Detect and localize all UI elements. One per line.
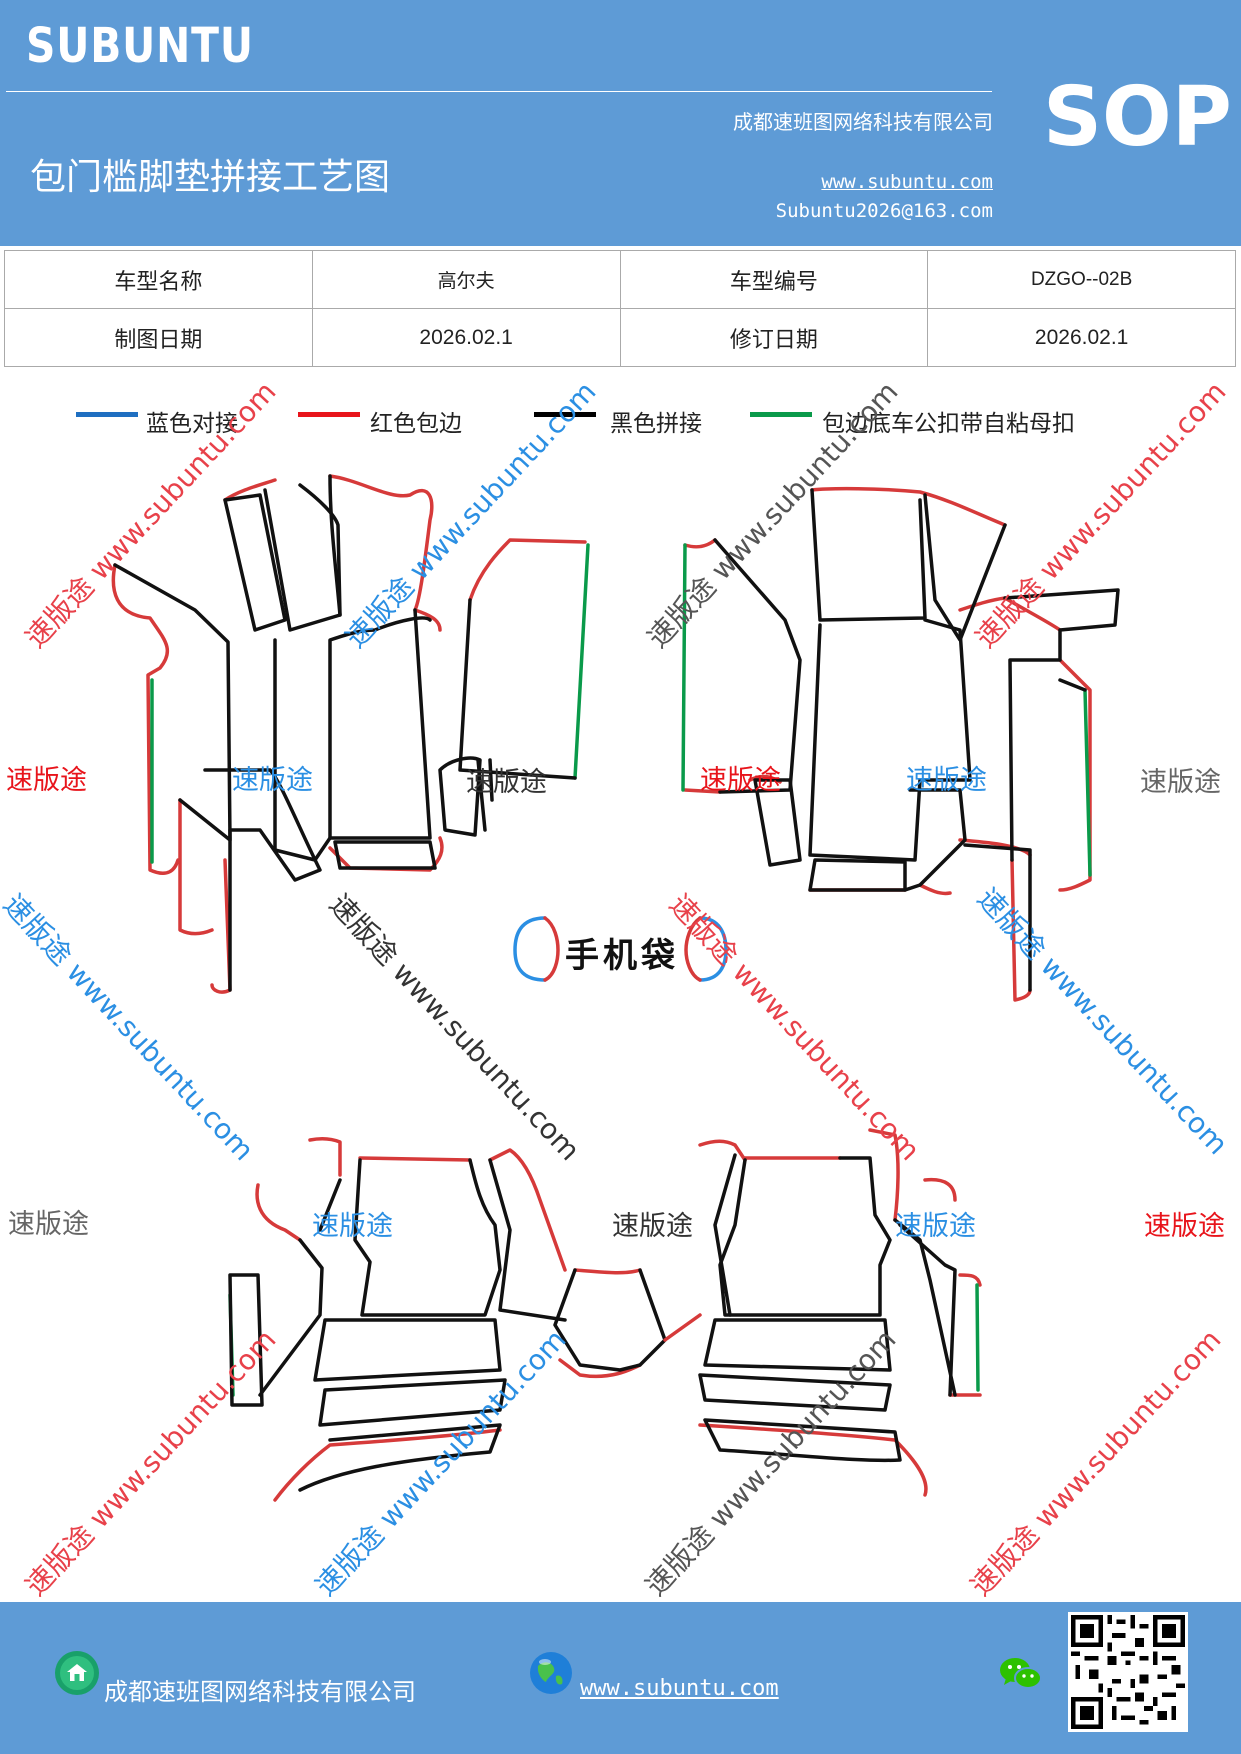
qr-code-icon (1068, 1612, 1188, 1732)
revise-date-value: 2026.02.1 (927, 308, 1236, 367)
legend-swatch-blue (76, 412, 138, 417)
company-name: 成都速班图网络科技有限公司 (733, 110, 993, 134)
email-address: Subuntu2026@163.com (775, 200, 993, 222)
header-banner: SUBUNTU 成都速班图网络科技有限公司 包门槛脚垫拼接工艺图 www.sub… (0, 0, 1241, 246)
footer-banner: 成都速班图网络科技有限公司 www.subuntu.com (0, 1602, 1241, 1754)
legend-swatch-black (534, 412, 596, 417)
phone-bag-shape (513, 916, 728, 982)
watermark-brand: 速版途 (466, 767, 547, 798)
sop-badge: SOP (1043, 70, 1232, 165)
table-row: 车型名称 高尔夫 车型编号 DZGO--02B (4, 250, 1236, 309)
legend: 蓝色对接 红色包边 黑色拼接 包边底车公扣带自粘母扣 (0, 402, 1241, 442)
watermark-brand: 速版途 (1140, 767, 1221, 798)
revise-date-label: 修订日期 (619, 308, 929, 367)
footer-company-name: 成都速班图网络科技有限公司 (104, 1678, 416, 1706)
legend-label: 红色包边 (370, 411, 462, 437)
footer-website-link[interactable]: www.subuntu.com (580, 1676, 779, 1701)
watermark-brand: 速版途 (6, 765, 87, 796)
wechat-icon (1000, 1658, 1042, 1689)
globe-icon (530, 1652, 572, 1694)
watermark-brand: 速版途 (1144, 1211, 1225, 1242)
draw-date-value: 2026.02.1 (311, 308, 621, 367)
watermark-brand: 速版途 (700, 765, 781, 796)
home-icon (55, 1651, 99, 1695)
model-name-label: 车型名称 (4, 250, 313, 309)
watermark-brand: 速版途 (232, 765, 313, 796)
model-name-value: 高尔夫 (311, 250, 621, 309)
model-code-label: 车型编号 (619, 250, 929, 309)
legend-label: 黑色拼接 (610, 411, 702, 437)
table-row: 制图日期 2026.02.1 修订日期 2026.02.1 (4, 308, 1236, 367)
brand-logo: SUBUNTU (26, 18, 254, 74)
model-code-value: DZGO--02B (927, 250, 1236, 309)
mat-rear (228, 1128, 982, 1502)
mat-front-right (681, 486, 1120, 1002)
legend-label: 包边底车公扣带自粘母扣 (822, 411, 1075, 437)
watermark-brand: 速版途 (312, 1211, 393, 1242)
legend-label: 蓝色对接 (146, 411, 238, 437)
watermark-brand: 速版途 (612, 1211, 693, 1242)
page-title: 包门槛脚垫拼接工艺图 (30, 157, 391, 198)
info-table: 车型名称 高尔夫 车型编号 DZGO--02B 制图日期 2026.02.1 修… (4, 250, 1236, 367)
watermark-brand: 速版途 (895, 1211, 976, 1242)
legend-swatch-green (750, 412, 812, 417)
floor-mat-diagram (111, 474, 1120, 1502)
phone-bag-label: 手机袋 (565, 936, 679, 976)
watermark-brand: 速版途 (8, 1209, 89, 1240)
website-link[interactable]: www.subuntu.com (821, 171, 993, 193)
watermark-brand: 速版途 (906, 765, 987, 796)
draw-date-label: 制图日期 (4, 308, 313, 367)
mat-front-left (111, 474, 590, 994)
legend-swatch-red (298, 412, 360, 417)
header-divider (6, 91, 992, 92)
